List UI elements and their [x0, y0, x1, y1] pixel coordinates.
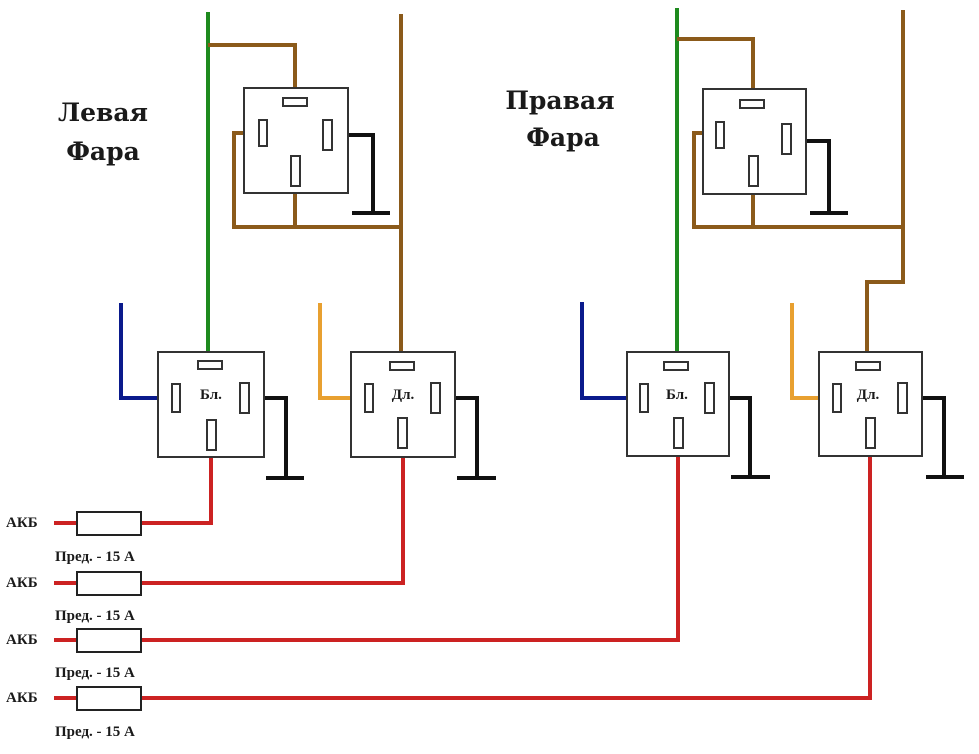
right-low-relay-pin-left	[639, 383, 649, 413]
fuse-label-4: Пред. - 15 А	[55, 724, 135, 740]
right-high-relay-label: Дл.	[857, 387, 880, 403]
right-headlight-pin-right	[781, 123, 792, 155]
left-headlight-pin-top	[282, 97, 308, 107]
right-high-relay-pin-left	[832, 383, 842, 413]
right-low-beam-relay: Бл.	[626, 351, 730, 457]
left-high-relay-label: Дл.	[392, 387, 415, 403]
right-low-relay-pin-right	[704, 382, 715, 414]
right-headlight-pin-left	[715, 121, 725, 149]
fuse-label-1: Пред. - 15 А	[55, 549, 135, 565]
right-headlight-pin-top	[739, 99, 765, 109]
right-low-relay-pin-top	[663, 361, 689, 371]
fuse-1	[76, 511, 142, 536]
right-red-wire-high	[142, 446, 872, 700]
left-red-wire-low	[142, 452, 213, 525]
left-low-relay-label: Бл.	[200, 387, 222, 403]
fuse-2	[76, 571, 142, 596]
fuse-4	[76, 686, 142, 711]
left-low-relay-pin-left	[171, 383, 181, 413]
fuse-label-2: Пред. - 15 А	[55, 608, 135, 624]
right-brown-tall-wire	[865, 10, 905, 362]
right-red-wire-low	[142, 446, 680, 642]
right-heading-line2: Фара	[526, 123, 600, 152]
left-blue-wire	[119, 303, 172, 400]
right-headlight-pin-bottom	[748, 155, 759, 187]
left-high-relay-pin-left	[364, 383, 374, 413]
left-low-relay-pin-top	[197, 360, 223, 370]
battery-label-1: АКБ	[6, 515, 38, 531]
right-high-beam-relay: Дл.	[818, 351, 923, 457]
right-high-relay-pin-right	[897, 382, 908, 414]
battery-leads	[54, 521, 77, 700]
right-brown-top-wire	[677, 37, 755, 100]
left-low-relay-pin-bottom	[206, 419, 217, 451]
fuse-label-3: Пред. - 15 А	[55, 665, 135, 681]
right-low-relay-pin-bottom	[673, 417, 684, 449]
right-high-relay-pin-top	[855, 361, 881, 371]
left-high-relay-pin-top	[389, 361, 415, 371]
left-heading-line2: Фара	[66, 137, 140, 166]
battery-label-4: АКБ	[6, 690, 38, 706]
fuses	[76, 511, 142, 711]
battery-label-3: АКБ	[6, 632, 38, 648]
right-headlight-connector	[702, 88, 807, 195]
left-headlight-connector	[243, 87, 349, 194]
left-red-wire-high	[142, 446, 405, 585]
left-high-relay-pin-bottom	[397, 417, 408, 449]
left-headlight-pin-right	[322, 119, 333, 151]
right-high-relay-pin-bottom	[865, 417, 876, 449]
left-low-beam-relay: Бл.	[157, 351, 265, 458]
left-headlight-pin-bottom	[290, 155, 301, 187]
battery-label-2: АКБ	[6, 575, 38, 591]
right-blue-wire	[580, 302, 640, 400]
right-low-relay-label: Бл.	[666, 387, 688, 403]
left-brown-top-wire	[208, 43, 297, 100]
right-heading-line1: Правая	[505, 86, 614, 115]
left-headlight-pin-left	[258, 119, 268, 147]
left-low-relay-pin-right	[239, 382, 250, 414]
fuse-3	[76, 628, 142, 653]
left-high-beam-relay: Дл.	[350, 351, 456, 458]
left-heading-line1: Левая	[58, 98, 148, 127]
left-high-relay-pin-right	[430, 382, 441, 414]
